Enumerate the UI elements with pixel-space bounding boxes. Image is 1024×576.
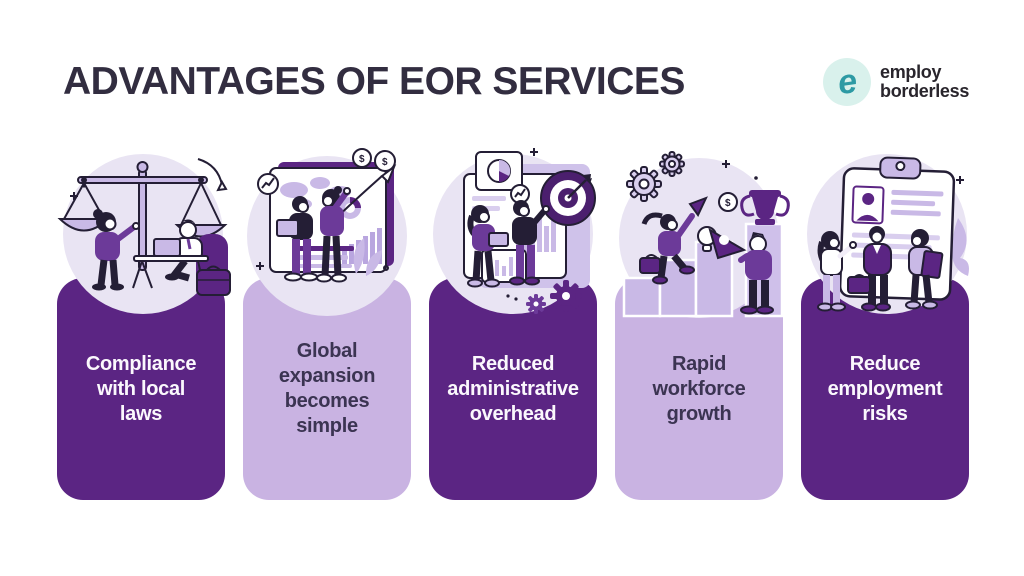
card-title-line: risks	[862, 402, 908, 425]
trend-badge-icon	[257, 173, 279, 195]
sparkle-icon	[530, 148, 538, 156]
curved-arrow-icon	[197, 158, 223, 186]
card-title-line: Reduced	[471, 352, 555, 375]
advantage-card-reduced-admin: Reduced administrative overhead	[429, 278, 597, 500]
advantage-column-global-expansion: $ $	[243, 146, 411, 500]
man-pointing-figure	[509, 200, 550, 286]
card-title-line: expansion	[278, 365, 376, 387]
advantage-column-compliance: Compliance with local laws	[57, 146, 231, 500]
trophy-icon	[740, 190, 790, 225]
svg-text:$: $	[359, 154, 365, 165]
gear-icon	[659, 151, 685, 177]
advantage-card-global-expansion: Global expansion becomes simple	[243, 278, 411, 500]
logo-wordmark: employ borderless	[880, 63, 969, 101]
card-title-line: Reduce	[849, 352, 921, 375]
advantage-column-reduced-admin: Reduced administrative overhead	[429, 146, 597, 500]
card-title-line: becomes	[284, 390, 370, 412]
dollar-coin-icon: $	[352, 148, 372, 168]
card-title-line: with local	[96, 377, 186, 400]
brand-logo: e employ borderless	[823, 58, 969, 106]
employ-borderless-logo-icon: e	[823, 58, 871, 106]
sparkle-icon	[256, 262, 264, 270]
card-title-line: laws	[119, 402, 163, 425]
card-title-line: administrative	[447, 377, 579, 400]
card-title-reduce-risks: Reduce employment risks	[822, 352, 949, 427]
svg-text:$: $	[382, 157, 388, 168]
donut-chart-icon	[339, 197, 361, 219]
lightbulb-icon	[697, 226, 717, 252]
dollar-coin-icon: $	[374, 150, 396, 172]
logo-letter: e	[834, 61, 860, 103]
back-panel	[478, 164, 590, 288]
advantage-column-rapid-growth: $	[615, 146, 790, 500]
avatar-box	[851, 185, 885, 225]
card-title-line: overhead	[469, 402, 557, 425]
bar-chart-icon	[342, 228, 382, 264]
svg-text:$: $	[725, 198, 731, 209]
target-icon	[540, 170, 596, 226]
advantage-card-rapid-growth: Rapid workforce growth	[615, 278, 783, 500]
woman-pointing-figure	[316, 186, 351, 283]
paper-plane-icon	[380, 164, 397, 184]
balance-scale-icon	[57, 161, 228, 271]
card-title-line: growth	[666, 402, 732, 425]
folder-icon	[920, 250, 944, 279]
card-title-compliance: Compliance with local laws	[80, 352, 202, 427]
card-title-reduced-admin: Reduced administrative overhead	[441, 352, 584, 427]
climbing-woman-figure	[639, 196, 708, 285]
man-with-box-figure	[276, 196, 318, 282]
man-at-desk-figure	[165, 219, 203, 282]
megaphone-icon	[708, 227, 747, 260]
gear-icon	[626, 166, 662, 202]
cone-flag-icon	[688, 196, 708, 217]
sparkle-icon	[956, 176, 964, 184]
sparkle-icon	[70, 192, 78, 200]
growth-arrow	[327, 175, 383, 227]
card-title-line: Rapid	[671, 352, 727, 375]
woman-with-laptop-figure	[467, 205, 509, 288]
card-title-line: workforce	[652, 377, 746, 400]
dollar-coin-icon: $	[718, 192, 738, 212]
logo-text-line2: borderless	[880, 81, 970, 101]
bar-chart-icon	[516, 212, 556, 252]
flame-swirl	[952, 218, 969, 276]
card-title-line: employment	[827, 377, 943, 400]
resume-text-lines	[851, 189, 944, 261]
presentation-board	[269, 162, 394, 273]
world-map-icon	[280, 177, 351, 209]
card-title-rapid-growth: Rapid workforce growth	[647, 352, 752, 427]
logo-text-line1: employ	[880, 62, 942, 82]
dashboard-screen	[463, 173, 567, 279]
advantage-column-reduce-risks: Reduce employment risks	[801, 146, 969, 500]
page-title: ADVANTAGES OF EOR SERVICES	[63, 60, 685, 103]
advantage-cards-row: Compliance with local laws	[57, 146, 969, 500]
briefcase-icon	[639, 254, 661, 274]
pie-chart-card	[475, 151, 523, 191]
card-title-line: Global	[296, 340, 358, 362]
card-title-global-expansion: Global expansion becomes simple	[273, 339, 381, 439]
card-title-line: Compliance	[85, 352, 197, 375]
advantage-card-reduce-risks: Reduce employment risks	[801, 278, 969, 500]
advantage-card-compliance: Compliance with local laws	[57, 278, 225, 500]
card-title-line: simple	[296, 415, 358, 437]
trend-badge-icon	[510, 184, 530, 204]
plant-leaves	[353, 238, 382, 276]
sparkle-icon	[722, 160, 730, 168]
